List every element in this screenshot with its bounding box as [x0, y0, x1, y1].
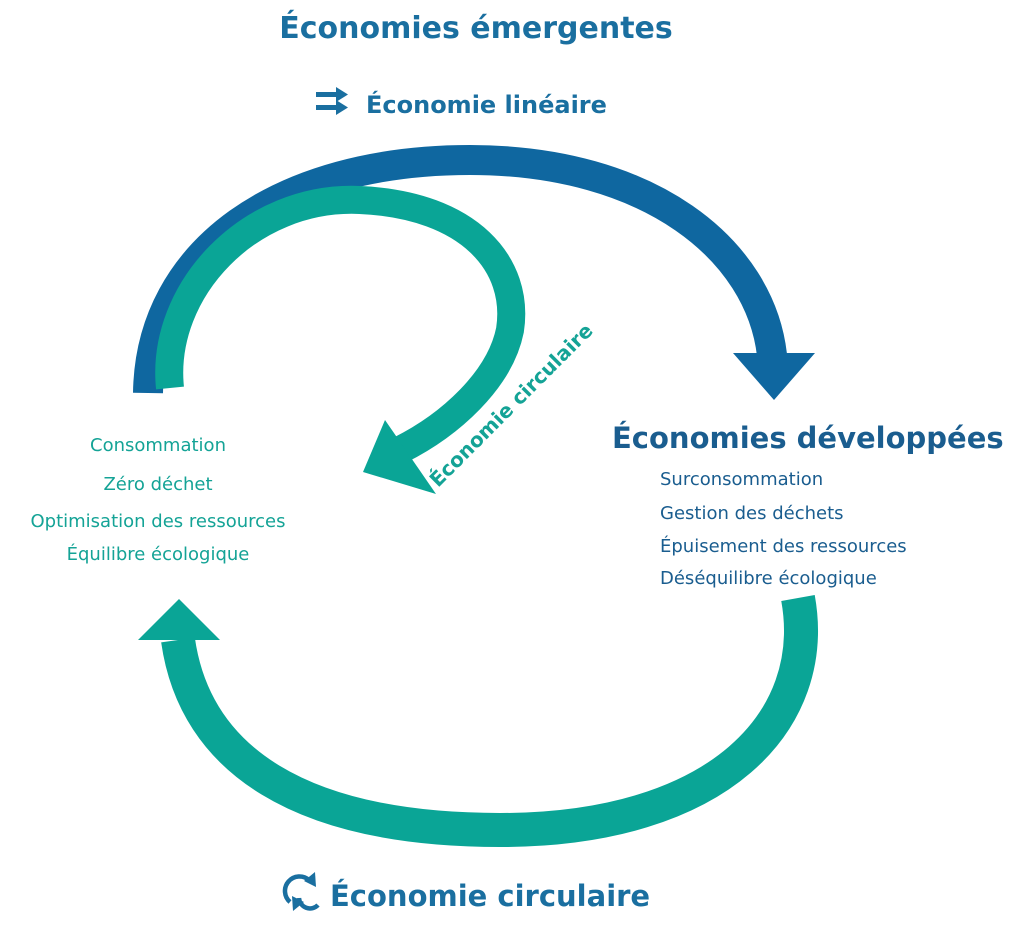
- developed-item: Épuisement des ressources: [660, 535, 907, 557]
- emerging-item: Équilibre écologique: [67, 543, 250, 565]
- emerging-item: Consommation: [90, 435, 226, 456]
- developed-item: Déséquilibre écologique: [660, 568, 877, 589]
- developed-item: Surconsommation: [660, 469, 823, 490]
- circular-economy-arc: [161, 594, 818, 848]
- bottom-circular-label: Économie circulaire: [330, 879, 650, 913]
- linear-economy-arrowhead: [733, 353, 815, 400]
- arrows-right-icon: [316, 87, 348, 115]
- developed-title: Économies développées: [612, 421, 1004, 455]
- emerging-item: Zéro déchet: [103, 474, 212, 495]
- emerging-item: Optimisation des ressources: [30, 511, 285, 532]
- emerging-items-list: Consommation Zéro déchet Optimisation de…: [30, 435, 285, 565]
- page-title: Économies émergentes: [279, 10, 673, 46]
- circular-economy-arrowhead: [138, 599, 220, 640]
- inner-circular-arrowhead: [363, 420, 436, 494]
- refresh-cycle-icon: [282, 872, 320, 911]
- inner-circular-arc: [155, 185, 526, 463]
- linear-economy-arc: [133, 144, 787, 394]
- developed-item: Gestion des déchets: [660, 503, 844, 524]
- developed-items-list: Surconsommation Gestion des déchets Épui…: [660, 469, 907, 589]
- linear-economy-label: Économie linéaire: [366, 90, 607, 119]
